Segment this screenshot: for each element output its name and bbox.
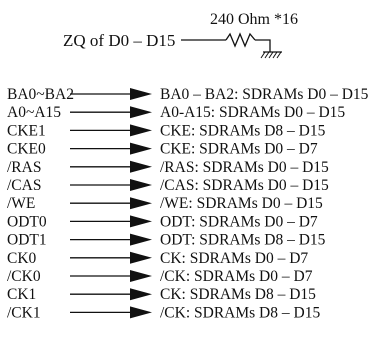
signal-destination: ODT: SDRAMs D8 – D15	[160, 232, 326, 249]
arrow-head-icon	[130, 160, 152, 173]
signal-row: CKE0 CKE: SDRAMs D0 – D7	[7, 141, 318, 158]
signal-row: A0~A15 A0-A15: SDRAMs D0 – D15	[7, 104, 345, 121]
signal-row: /WE/WE: SDRAMs D0 – D15	[7, 195, 323, 212]
signal-name: /WE	[7, 195, 35, 212]
signal-name: ODT0	[7, 213, 47, 230]
signal-destination: ODT: SDRAMs D0 – D7	[160, 213, 318, 230]
signal-row: CK0 CK: SDRAMs D0 – D7	[7, 250, 308, 267]
signal-name: CKE0	[7, 141, 46, 158]
signal-row: ODT1 ODT: SDRAMs D8 – D15	[7, 232, 326, 249]
signal-name: /CK1	[7, 304, 41, 321]
arrow-head-icon	[130, 288, 152, 301]
signal-row: CKE1 CKE: SDRAMs D8 – D15	[7, 122, 326, 139]
signal-destination: BA0 – BA2: SDRAMs D0 – D15	[160, 86, 369, 103]
signal-destination: CKE: SDRAMs D0 – D7	[160, 141, 318, 158]
resistor-icon	[225, 32, 256, 48]
arrow-head-icon	[130, 215, 152, 228]
signal-row: /CAS/CAS: SDRAMs D0 – D15	[7, 177, 329, 194]
signal-destination: /WE: SDRAMs D0 – D15	[160, 195, 323, 212]
signal-name: A0~A15	[7, 104, 61, 121]
arrow-head-icon	[130, 197, 152, 210]
arrow-head-icon	[130, 270, 152, 282]
signal-name: CK0	[7, 250, 37, 267]
signal-row: ODT0 ODT: SDRAMs D0 – D7	[7, 213, 318, 230]
zq-label: ZQ of D0 – D15	[63, 31, 175, 50]
signal-name: CKE1	[7, 122, 46, 139]
arrow-head-icon	[130, 251, 152, 264]
ground-wire	[255, 39, 271, 52]
signal-destination: CK: SDRAMs D0 – D7	[160, 250, 308, 267]
signal-destination: /CAS: SDRAMs D0 – D15	[160, 177, 329, 194]
signal-destination: CK: SDRAMs D8 – D15	[160, 286, 316, 303]
signal-name: ODT1	[7, 232, 47, 249]
signal-row: /RAS/RAS: SDRAMs D0 – D15	[7, 159, 329, 176]
ground-icon	[260, 51, 282, 59]
arrow-head-icon	[130, 106, 152, 119]
signal-name: /CAS	[7, 177, 41, 194]
signal-row: BA0~BA2 BA0 – BA2: SDRAMs D0 – D15	[7, 86, 369, 103]
arrow-head-icon	[130, 142, 152, 155]
signal-name: /CK0	[7, 268, 41, 285]
signal-row: CK1 CK: SDRAMs D8 – D15	[7, 286, 316, 303]
signal-row: /CK1/CK: SDRAMs D8 – D15	[7, 304, 320, 321]
arrow-head-icon	[130, 88, 152, 100]
signal-name: /RAS	[7, 159, 41, 176]
arrow-head-icon	[130, 179, 152, 191]
signal-destination: CKE: SDRAMs D8 – D15	[160, 122, 326, 139]
signal-destination: A0-A15: SDRAMs D0 – D15	[160, 104, 345, 121]
signal-destination: /CK: SDRAMs D8 – D15	[160, 304, 320, 321]
arrow-head-icon	[130, 233, 152, 246]
signal-name: BA0~BA2	[7, 86, 74, 103]
signal-row: /CK0/CK: SDRAMs D0 – D7	[7, 268, 313, 285]
resistor-value-label: 240 Ohm *16	[210, 11, 298, 28]
signal-destination: /CK: SDRAMs D0 – D7	[160, 268, 313, 285]
signal-destination: /RAS: SDRAMs D0 – D15	[160, 159, 329, 176]
zq-termination-note: ZQ of D0 – D15 240 Ohm *16	[63, 11, 298, 59]
arrow-head-icon	[130, 124, 152, 137]
signal-name: CK1	[7, 286, 36, 303]
arrow-head-icon	[130, 306, 152, 319]
